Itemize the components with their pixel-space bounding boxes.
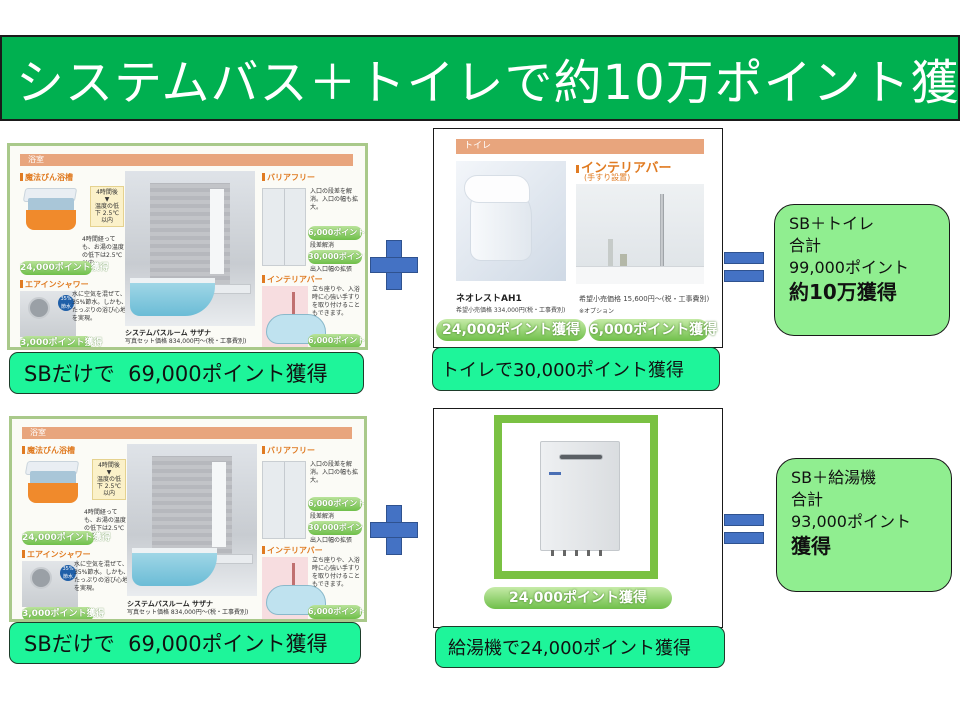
toilet-image (456, 161, 566, 281)
shower-desc: 水に空気を混ぜて、35%節水。しかも、たっぷりの浴び心地を実現。 (74, 561, 130, 592)
toilet-header: トイレ (456, 139, 704, 154)
barrier-points-1: 6,000ポイント獲得 (308, 497, 364, 511)
water-heater-panel: 24,000ポイント獲得 (433, 408, 723, 628)
tub-callout: 4時間後▼温度の低下 2.5℃以内 (92, 459, 126, 500)
room-price: 写真セット価格 834,000円～(税・工事費別) (127, 609, 249, 616)
equals-icon-2 (724, 514, 764, 544)
plus-icon-2 (370, 505, 418, 555)
tub-label: 魔法びん浴槽 (20, 172, 73, 183)
shower-image: 35%節水 (20, 291, 76, 337)
result-box-toilet: SB＋トイレ 合計 99,000ポイント 約10万獲得 (774, 204, 950, 336)
tub-points: 24,000ポイント獲得 (22, 531, 111, 545)
interior-bar-label: インテリアバー (262, 545, 323, 556)
toilet-price: 希望小売価格 334,000円(税・工事費別) (456, 307, 566, 314)
tub-image (22, 461, 82, 506)
barrier-free-label: バリアフリー (262, 172, 315, 183)
door-image (262, 188, 306, 266)
bath-illustration (262, 557, 326, 619)
barrier-free-desc: 入口の段差を解消。入口の幅も拡大。 (310, 188, 359, 211)
shower-image: 35%節水 (22, 561, 78, 607)
sb-only-label-2: SBだけで 69,000ポイント獲得 (9, 622, 361, 664)
interior-bar-desc: 立ち座りや、入浴時に心強い手すりを取り付けることもできます。 (312, 286, 361, 317)
toilet-points: 24,000ポイント獲得 (436, 319, 586, 341)
plus-icon-1 (370, 240, 418, 290)
water-heater-points: 24,000ポイント獲得 (484, 587, 672, 609)
bathroom-photo (125, 171, 255, 326)
barrier-points-2: 30,000ポイント獲得 (308, 521, 364, 535)
tub-points: 24,000ポイント獲得 (20, 261, 109, 275)
result-box-heater: SB＋給湯機 合計 93,000ポイント 獲得 (776, 458, 952, 592)
interior-bar-desc: 立ち座りや、入浴時に心強い手すりを取り付けることもできます。 (312, 557, 361, 588)
result-line-4: 獲得 (791, 534, 831, 558)
bath-illustration (262, 286, 326, 347)
result-line-2: 合計 (791, 490, 824, 509)
toilet-name: ネオレストAH1 (456, 294, 522, 304)
shower-points: 3,000ポイント獲得 (20, 336, 103, 348)
water-heater-image (540, 441, 620, 556)
tub-callout: 4時間後▼温度の低下 2.5℃以内 (90, 186, 124, 227)
interior-bar-points: 6,000ポイント獲得 (308, 605, 364, 619)
room-price: 写真セット価格 834,000円～(税・工事費別) (125, 338, 247, 345)
tub-image (20, 188, 80, 233)
sb-only-label-1: SBだけで 69,000ポイント獲得 (9, 352, 364, 394)
toilet-bar-note: ※オプション (579, 308, 615, 315)
result-line-2: 合計 (789, 236, 822, 255)
barrier-points-1: 6,000ポイント獲得 (308, 226, 365, 240)
shower-label: エアインシャワー (22, 549, 91, 560)
water-heater-frame (494, 415, 658, 579)
room-caption: システムバスルーム サザナ (125, 329, 212, 337)
barrier-free-label: バリアフリー (262, 445, 315, 456)
toilet-bar-label: インテリアバー (576, 157, 671, 176)
barrier-points-1-caption: 段差解消 (310, 242, 335, 249)
water-heater-label: 給湯機で24,000ポイント獲得 (435, 626, 725, 668)
room-caption: システムバスルーム サザナ (127, 600, 214, 608)
toilet-bar-points: 6,000ポイント獲得 (589, 319, 717, 341)
bathroom-photo (127, 444, 257, 596)
title-banner: システムバス＋トイレで約10万ポイント獲得！ (0, 35, 960, 121)
equals-icon-1 (724, 252, 764, 282)
toilet-bar-price: 希望小売価格 15,600円～(税・工事費別) (579, 295, 710, 303)
barrier-points-1-caption: 段差解消 (310, 513, 335, 520)
interior-bar-label: インテリアバー (262, 274, 323, 285)
result-line-1: SB＋給湯機 (791, 468, 877, 487)
result-line-3: 99,000ポイント (789, 258, 909, 277)
interior-bar-image (576, 184, 704, 284)
barrier-free-desc: 入口の段差を解消。入口の幅も拡大。 (310, 461, 359, 484)
page-title: システムバス＋トイレで約10万ポイント獲得！ (16, 55, 960, 111)
barrier-points-2: 30,000ポイント獲得 (308, 250, 365, 264)
shower-points: 3,000ポイント獲得 (22, 607, 105, 619)
shower-desc: 水に空気を混ぜて、35%節水。しかも、たっぷりの浴び心地を実現。 (72, 291, 128, 322)
toilet-panel: トイレ インテリアバー (手すり設置) ネオレストAH1 希望小売価格 334,… (433, 128, 723, 348)
barrier-points-2-caption: 出入口幅の拡張 (310, 266, 353, 273)
result-line-3: 93,000ポイント (791, 512, 911, 531)
result-line-4: 約10万獲得 (789, 280, 897, 304)
door-image (262, 461, 306, 539)
result-line-1: SB＋トイレ (789, 214, 875, 233)
bath-header: 浴室 (20, 154, 353, 166)
shower-label: エアインシャワー (20, 279, 89, 290)
toilet-label: トイレで30,000ポイント獲得 (432, 347, 720, 391)
bath-header: 浴室 (22, 427, 352, 439)
bath-panel-1: 浴室 魔法びん浴槽 4時間後▼温度の低下 2.5℃以内 4時間経っても、お湯の温… (7, 143, 368, 350)
toilet-bar-label-sub: (手すり設置) (584, 173, 631, 182)
bath-panel-2: 浴室 魔法びん浴槽 4時間後▼温度の低下 2.5℃以内 4時間経っても、お湯の温… (9, 416, 367, 622)
tub-label: 魔法びん浴槽 (22, 445, 75, 456)
barrier-points-2-caption: 出入口幅の拡張 (310, 537, 353, 544)
interior-bar-points: 6,000ポイント獲得 (308, 334, 365, 347)
